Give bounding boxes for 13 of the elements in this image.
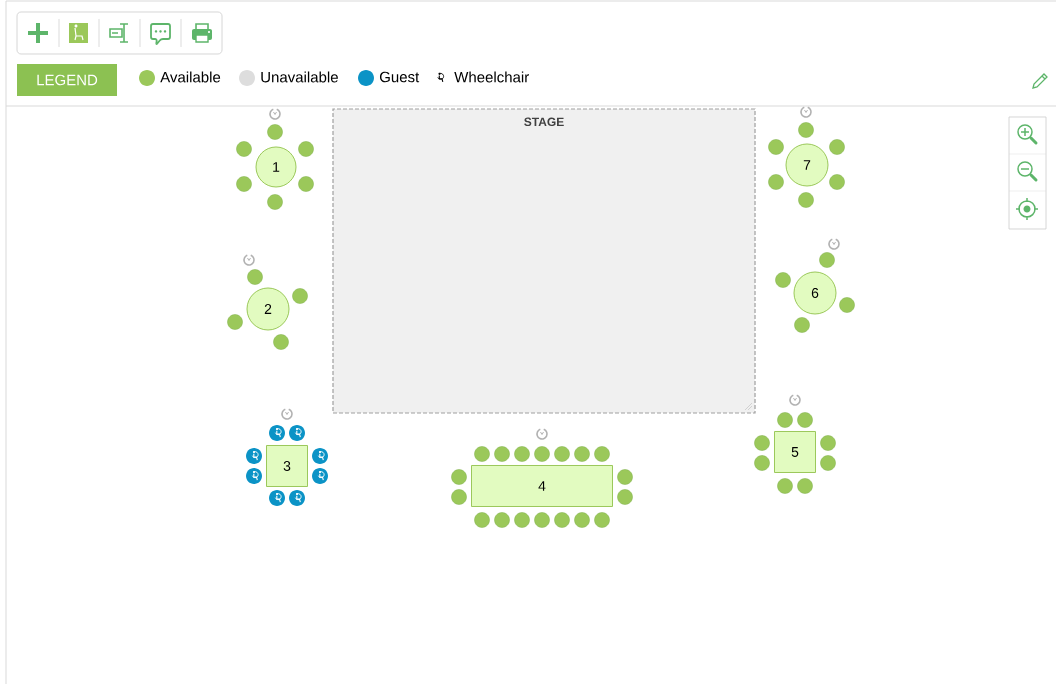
rectangular-table: 5 (774, 431, 816, 473)
round-table: 7 (785, 143, 829, 187)
stage-area: STAGE (332, 108, 756, 414)
round-table: 6 (793, 271, 837, 315)
rectangular-table: 4 (471, 465, 613, 507)
legend-label: Wheelchair (454, 71, 529, 83)
round-table: 1 (255, 146, 297, 188)
legend-label: Available (160, 71, 221, 83)
legend-button: LEGEND (17, 64, 117, 96)
legend-label: Guest (379, 71, 420, 83)
round-table: 2 (246, 287, 290, 331)
rectangular-table: 3 (266, 445, 308, 487)
legend-label: Unavailable (261, 71, 338, 83)
